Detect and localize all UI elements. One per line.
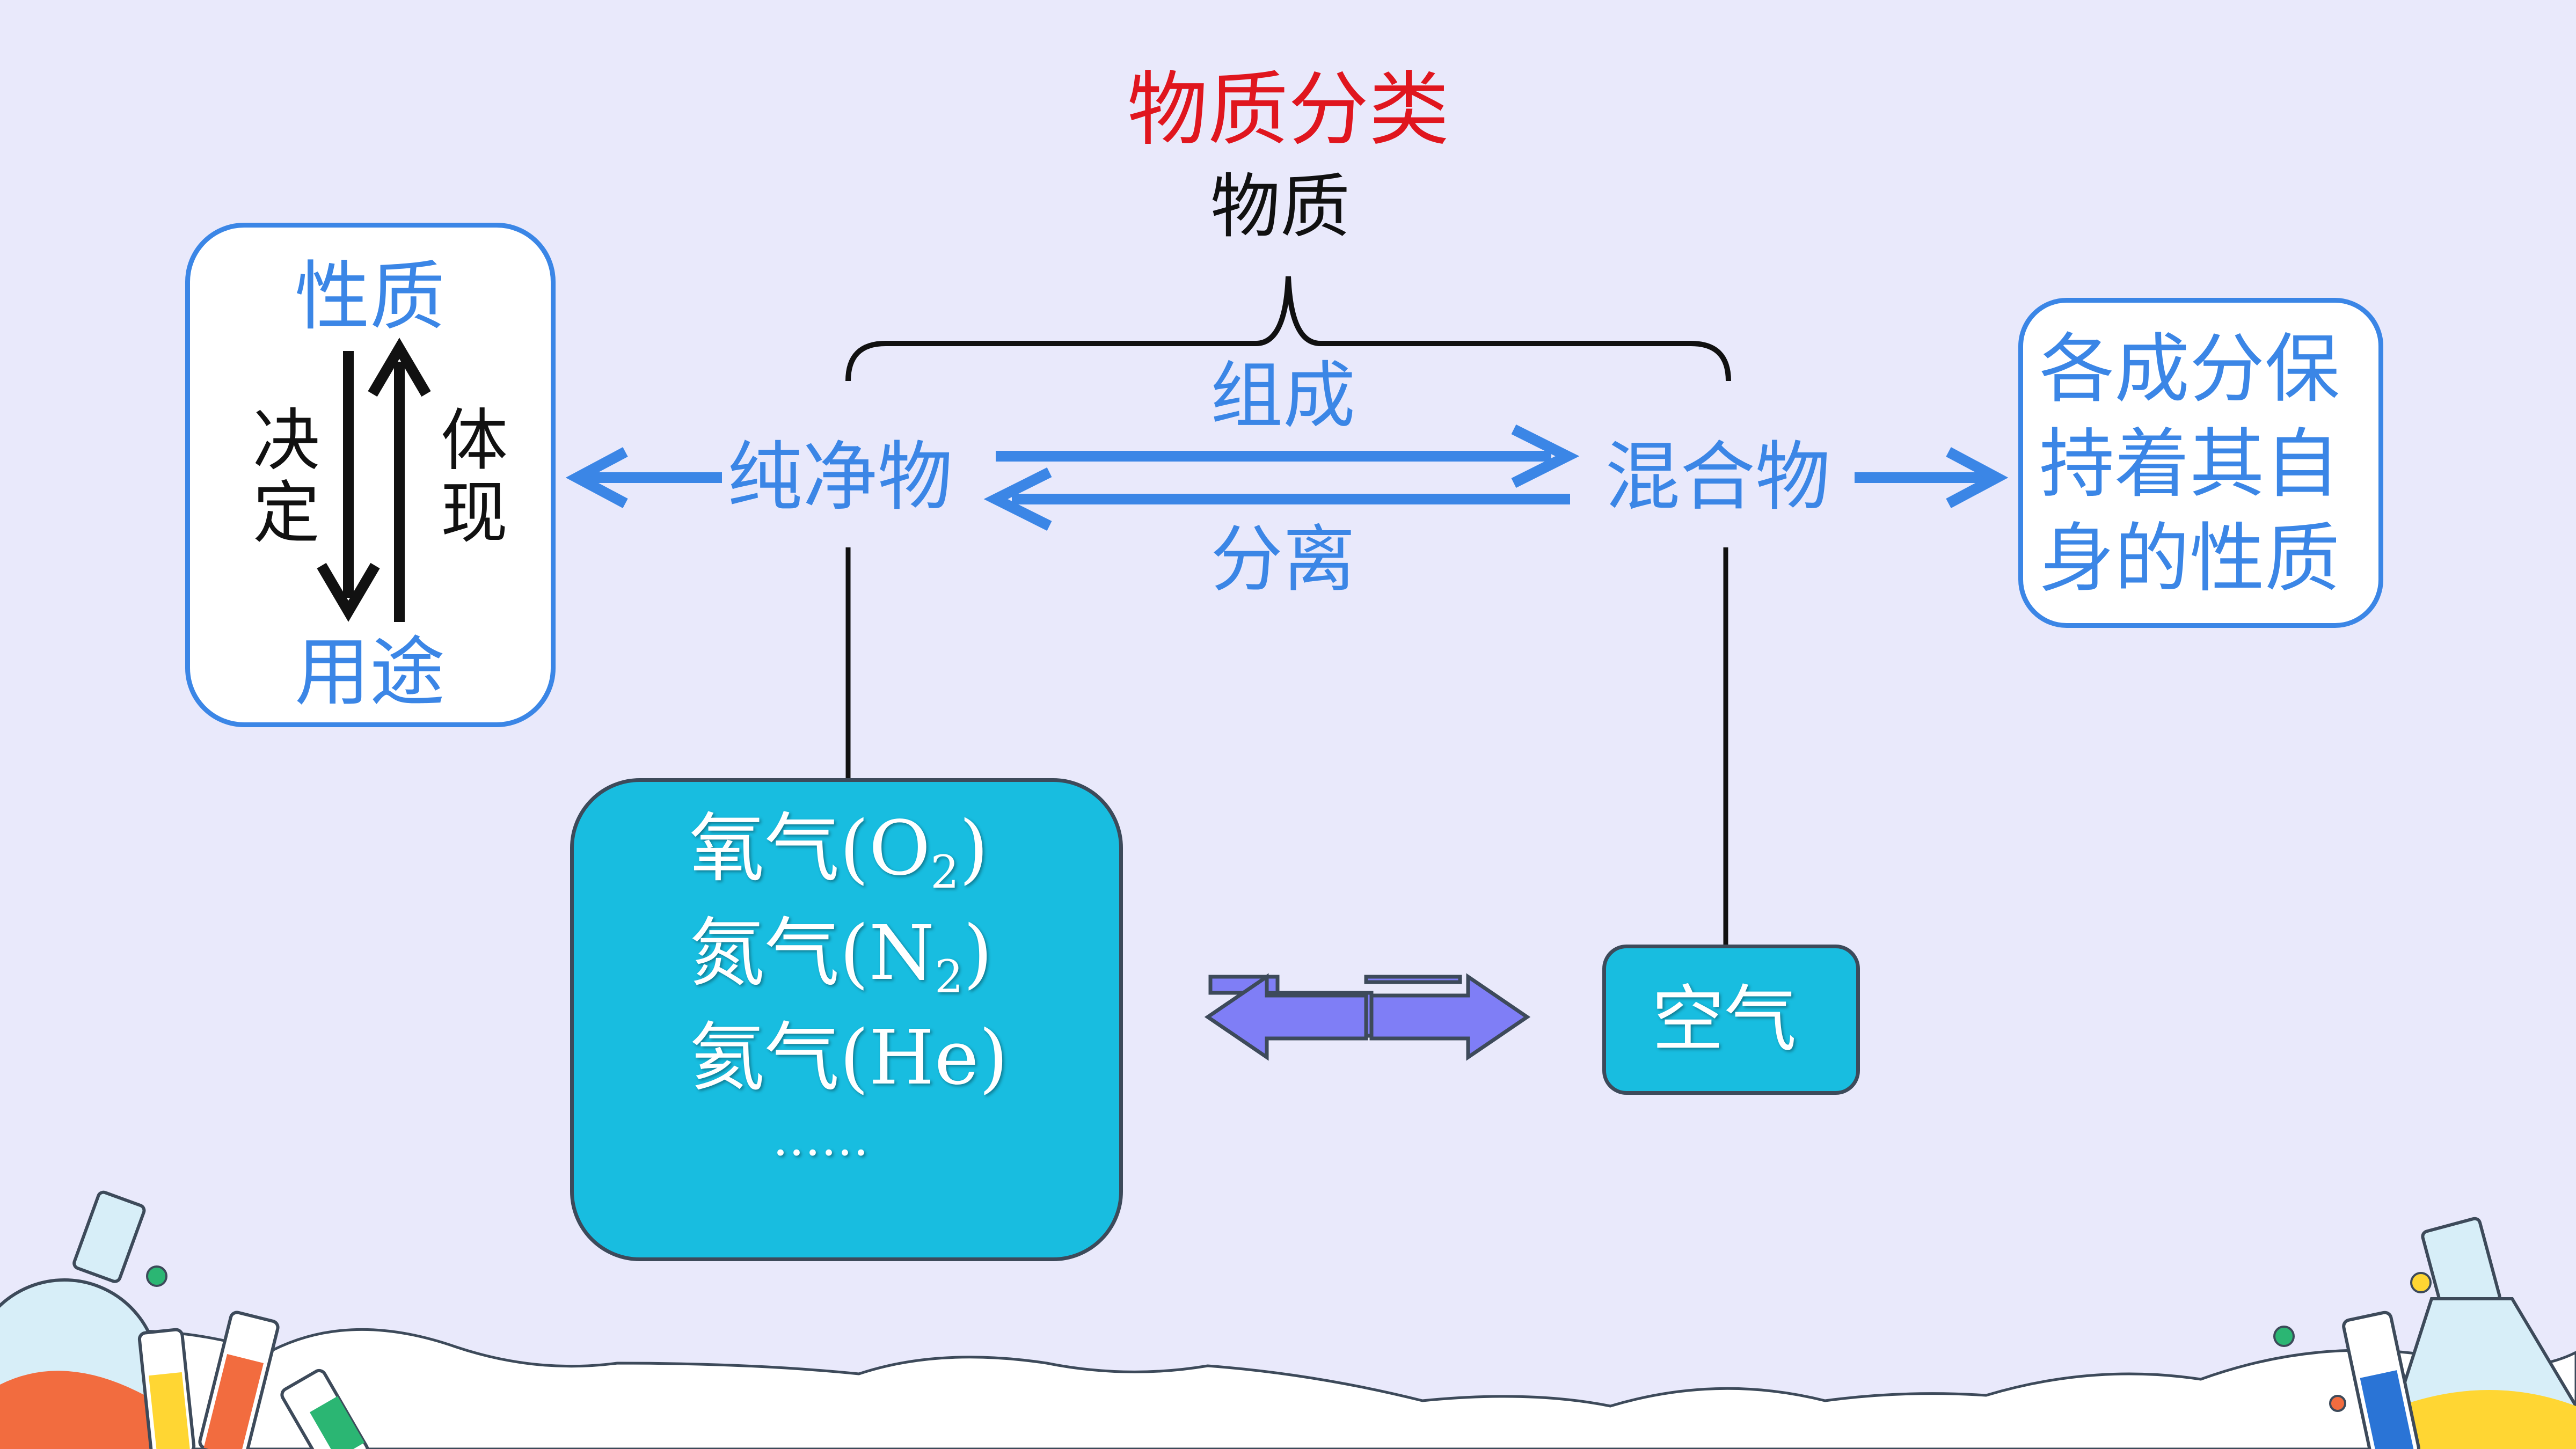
- property-label: 性质: [295, 253, 446, 341]
- up-arrow-icon: [368, 338, 431, 397]
- pure-substance-label: 纯净物: [727, 434, 953, 521]
- mixture-property-line-1: 各成分保: [2039, 326, 2340, 413]
- mixture-property-line-3: 身的性质: [2039, 515, 2340, 603]
- reflect-label: 体现: [429, 405, 507, 550]
- determine-label: 决定: [241, 405, 319, 550]
- separate-arrowhead: [983, 467, 1052, 531]
- mixture-example-box: 空气: [1602, 945, 1860, 1095]
- compose-label: 组成: [1210, 354, 1355, 438]
- mixture-property-line-2: 持着其自: [2039, 421, 2340, 508]
- pure-examples-box: 氧气(O2) 氮气(N2) 氦气(He) ……: [570, 778, 1123, 1261]
- example-helium: 氦气(He): [689, 1014, 1009, 1102]
- double-arrow-left: [1204, 973, 1368, 1061]
- use-label: 用途: [295, 629, 446, 716]
- mixture-label: 混合物: [1605, 434, 1831, 521]
- example-nitrogen: 氮气(N2): [689, 910, 993, 1004]
- flask-icon-right: [2342, 1217, 2576, 1449]
- separate-label: 分离: [1210, 517, 1355, 602]
- property-use-box: 性质 用途 决定 体现: [185, 223, 556, 727]
- flask-icon-left: [0, 1190, 369, 1449]
- root-node-label: 物质: [1210, 166, 1351, 247]
- classification-brace: [845, 276, 1731, 382]
- example-oxygen: 氧气(O2): [689, 805, 989, 899]
- compose-arrowhead: [1511, 425, 1580, 488]
- determine-reflect-arrows: [317, 338, 431, 622]
- example-ellipsis: ……: [772, 1110, 869, 1167]
- mixture-property-box: 各成分保 持着其自 身的性质: [2018, 298, 2383, 628]
- down-arrow-icon: [317, 562, 380, 622]
- example-air: 空气: [1652, 977, 1797, 1062]
- double-arrow-right: [1369, 973, 1531, 1061]
- diagram-title: 物质分类: [1127, 63, 1450, 157]
- to-mixture-property-arrowhead: [1946, 447, 2009, 508]
- to-property-arrowhead: [565, 447, 628, 508]
